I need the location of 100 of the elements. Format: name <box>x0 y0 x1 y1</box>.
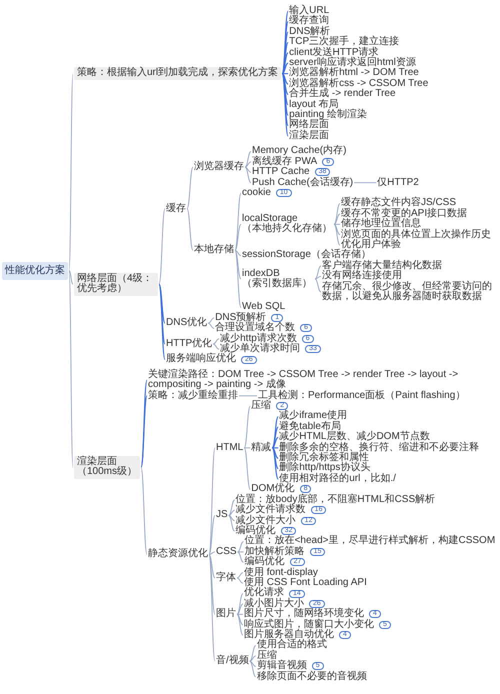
branch-line <box>236 604 244 615</box>
topic-label: 仅HTTP2 <box>377 178 419 188</box>
branch-line <box>208 515 216 555</box>
branch-line <box>314 278 322 292</box>
branch-line <box>282 73 289 116</box>
branch-line <box>208 322 215 329</box>
branch-line <box>228 510 236 516</box>
branch-line <box>237 551 244 563</box>
topic-label: 编码优化 <box>244 557 285 568</box>
topic-label: 服务端响应优化 <box>166 354 236 365</box>
topic-label: DOM优化 <box>251 484 295 495</box>
topic-label: layout 布局 <box>289 100 339 110</box>
branch-line <box>244 447 251 490</box>
branch-line <box>234 250 242 280</box>
branch-line <box>237 551 244 552</box>
branch-line <box>236 572 244 578</box>
topic-label: 移除页面不必要的音视频 <box>256 672 367 682</box>
branch-line <box>158 284 166 360</box>
topic-label: 合理设置域名个数 <box>215 323 296 334</box>
topic-label: painting 绘制渲染 <box>289 110 367 120</box>
branch-line <box>282 73 289 126</box>
main-branch-topic: 渲染层面（100ms级） <box>74 456 140 479</box>
branch-line <box>68 73 74 271</box>
topic-label: 缓存 <box>166 204 186 214</box>
topic-label: TCP三次握手，建立连接 <box>289 37 400 48</box>
branch-line <box>334 224 340 225</box>
topic-label: 图片尺寸，随网络环境变化 <box>244 609 364 620</box>
topic-label: 浏览器缓存 <box>194 162 244 172</box>
branch-line <box>334 224 340 246</box>
branch-line <box>334 224 340 236</box>
topic-label: HTTP优化 <box>166 338 212 350</box>
branch-line <box>158 208 166 285</box>
branch-line <box>249 656 256 662</box>
topic-label: 精减 <box>251 442 272 454</box>
branch-line <box>228 499 236 516</box>
topic-label: 使用合适的格式 <box>256 640 327 651</box>
topic-label: 没有网络连接使用 <box>322 271 402 282</box>
topic-label: 响应式图片，随窗口大小变化 <box>244 620 374 630</box>
branch-line <box>249 660 256 678</box>
topic-label: 缓存查询 <box>289 16 330 27</box>
topic-label: 减少http请求次数 <box>220 334 297 344</box>
branch-line <box>236 593 244 615</box>
branch-line <box>272 436 278 448</box>
branch-line <box>228 515 236 532</box>
topic-label: 缓存静态文件内容JS/CSS <box>341 198 456 209</box>
topic-label: 压缩 <box>251 401 272 412</box>
topic-label: 删除http/https协议头 <box>279 463 370 474</box>
branch-line <box>140 380 148 468</box>
branch-line <box>282 73 289 95</box>
branch-line <box>208 551 216 555</box>
topic-label: 关键渲染路径：DOM Tree -> CSSOM Tree -> render Tree -> layout -> compositing -> painting -> 成像 <box>148 370 499 391</box>
branch-line <box>208 554 216 662</box>
topic-label: Push Cache(会话缓存) <box>252 178 354 188</box>
branch-line <box>282 21 289 74</box>
branch-line <box>282 73 288 74</box>
branch-line <box>354 182 377 184</box>
branch-line <box>282 73 288 85</box>
branch-line <box>158 284 166 324</box>
topic-label: 减少HTML层数、减少DOM节点数 <box>279 432 430 443</box>
topic-label: Web SQL <box>242 302 286 313</box>
branch-line <box>244 406 251 448</box>
topic-label: 浏览器解析html -> DOM Tree <box>289 68 419 79</box>
topic-label: indexDB（索引数据库） <box>242 268 314 290</box>
branch-line <box>140 466 148 555</box>
topic-label: 合并生成 -> render Tree <box>289 89 396 100</box>
topic-label: 存储冗余、很少修改、但经常要访问的数据，以避免从服务器随时获取数据 <box>322 282 499 302</box>
topic-label: 减少iframe使用 <box>279 411 348 422</box>
branch-line <box>272 448 279 480</box>
branch-line <box>228 515 236 522</box>
topic-label: 渲染层面 <box>289 130 330 142</box>
branch-line <box>208 447 216 555</box>
branch-line <box>244 161 252 168</box>
branch-line <box>282 73 289 136</box>
branch-line <box>244 166 252 173</box>
topic-label: 浏览页面的具体位置上次操作历史 <box>341 230 491 240</box>
topic-label: 使用相对路径的url，比如./ <box>279 474 396 484</box>
branch-line <box>236 614 244 626</box>
branch-line <box>282 42 289 74</box>
topic-label: HTML <box>216 442 244 454</box>
branch-line <box>282 52 289 74</box>
topic-label: DNS优化 <box>166 318 208 328</box>
branch-line <box>272 447 279 470</box>
branch-line <box>272 447 278 448</box>
topic-label: HTTP Cache <box>252 167 310 178</box>
main-branch-topic: 网络层面（4级：优先考虑） <box>74 272 158 296</box>
branch-line <box>208 318 215 324</box>
branch-line <box>314 276 322 280</box>
branch-line <box>140 396 148 468</box>
branch-line <box>234 192 242 251</box>
topic-label: 储存地理位置信息 <box>341 219 421 230</box>
branch-line <box>238 395 258 396</box>
topic-label: 本地存储 <box>194 245 234 256</box>
branch-line <box>249 645 256 662</box>
central-topic: 性能优化方案 <box>2 262 68 280</box>
branch-line <box>234 224 242 251</box>
branch-line <box>236 578 244 584</box>
branch-line <box>237 541 244 552</box>
topic-label: 使用 font-display <box>244 568 318 578</box>
topic-label: 网络层面 <box>289 120 330 131</box>
topic-label: 减少文件大小 <box>236 516 296 526</box>
